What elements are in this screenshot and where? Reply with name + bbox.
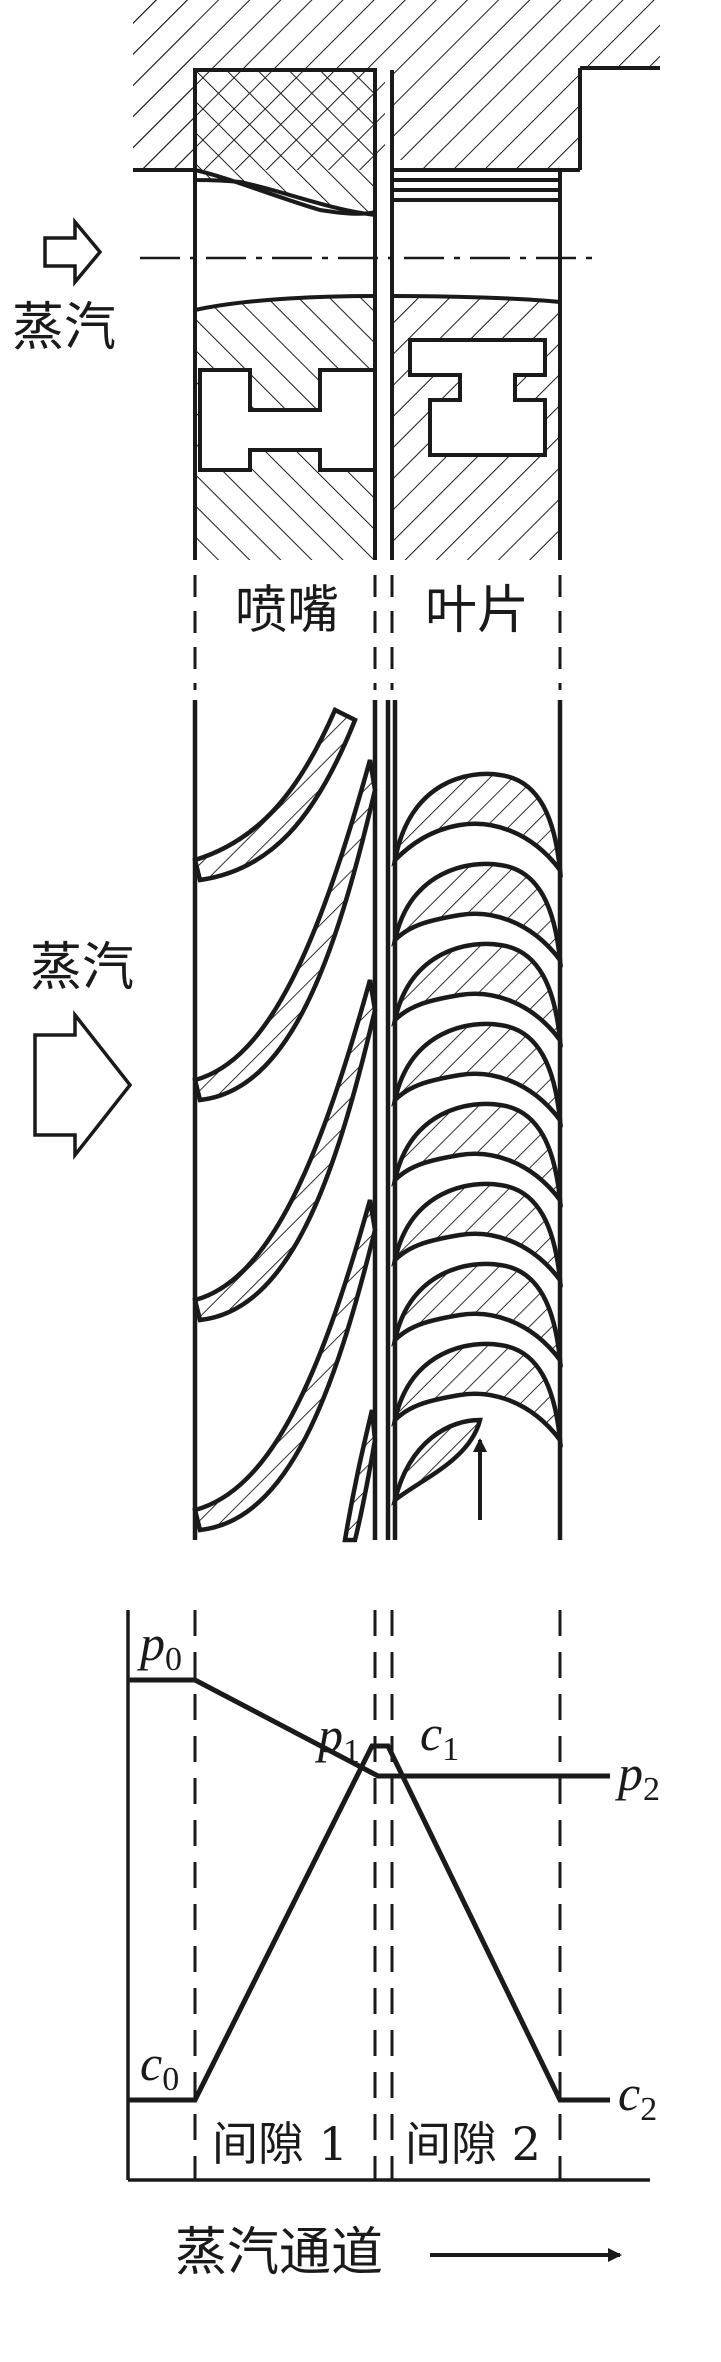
symbol-p0: p0 xyxy=(137,1615,182,1678)
rotor-blade xyxy=(391,861,564,968)
blade-label: 叶片 xyxy=(425,581,529,641)
nozzle-upper-block xyxy=(193,68,377,218)
gap2-label: 间隙 2 xyxy=(405,2117,541,2171)
symbol-p1: p1 xyxy=(315,1707,360,1770)
section-dashes xyxy=(193,575,562,690)
nozzle-vane xyxy=(192,706,358,883)
steam-label-middle: 蒸汽 xyxy=(30,938,134,998)
casing-left-hatch xyxy=(133,0,195,170)
steam-inlet-arrow-middle xyxy=(33,1009,133,1161)
nozzle-vane xyxy=(192,1199,378,1533)
rotor-blade xyxy=(391,1101,564,1208)
rotor-blade xyxy=(391,1021,564,1128)
rotor-blade xyxy=(391,1181,564,1288)
rotor-blade xyxy=(391,1261,564,1368)
steam-passage-label: 蒸汽通道 xyxy=(175,2223,383,2283)
pressure-velocity-plot: p0 p1 c1 p2 c0 c2 间隙 1 间隙 2 xyxy=(126,1610,660,2182)
nozzle-vanes xyxy=(192,706,378,1543)
rotor-blade xyxy=(391,1417,483,1506)
rotor-blades xyxy=(391,771,564,1506)
rotor-blade xyxy=(391,1341,564,1448)
cross-section-view xyxy=(133,0,660,560)
rotor-blade xyxy=(391,771,564,878)
steam-label-top: 蒸汽 xyxy=(12,298,116,358)
symbol-c1: c1 xyxy=(420,1705,459,1768)
blade-root xyxy=(408,338,547,457)
nozzle-root-groove xyxy=(198,368,377,472)
symbol-c0: c0 xyxy=(140,2035,179,2098)
symbol-p2: p2 xyxy=(615,1745,660,1808)
velocity-curve xyxy=(128,1743,610,2103)
nozzle-vane xyxy=(342,1409,378,1543)
pressure-curve xyxy=(128,1677,610,1779)
steam-inlet-arrow-top xyxy=(43,217,103,287)
nozzle-vane xyxy=(192,759,378,1103)
symbol-c2: c2 xyxy=(618,2065,657,2128)
nozzle-vane xyxy=(192,979,378,1323)
rotor-blade xyxy=(391,941,564,1048)
cascade-view xyxy=(192,700,564,1543)
gap1-label: 间隙 1 xyxy=(212,2117,348,2171)
nozzle-label: 喷嘴 xyxy=(235,581,339,641)
